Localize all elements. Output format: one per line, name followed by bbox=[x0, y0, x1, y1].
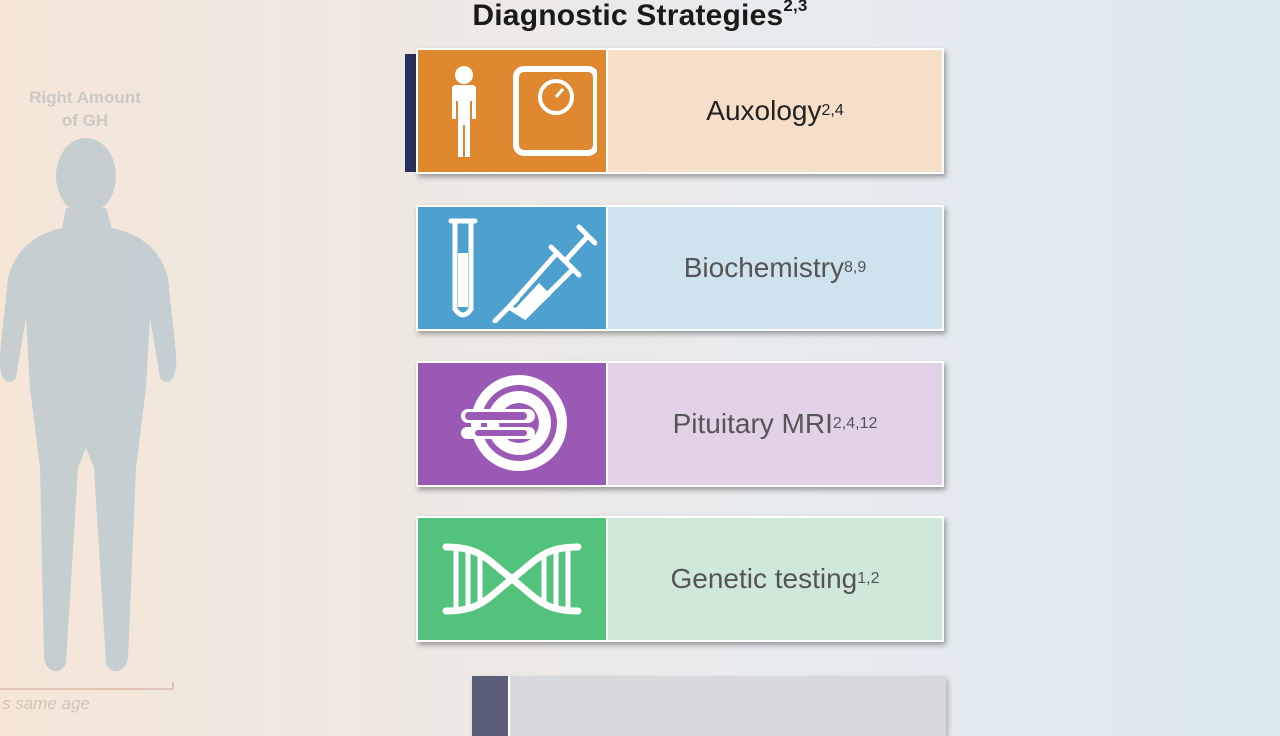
pituitary-mri-text: Pituitary MRI bbox=[672, 408, 833, 439]
background-caption: s same age bbox=[2, 694, 90, 713]
background-panel: Right Amount of GH s same age bbox=[0, 0, 420, 720]
background-heading-line2: of GH bbox=[61, 111, 109, 130]
partial-card bbox=[472, 676, 946, 736]
mri-scanner-icon bbox=[461, 375, 567, 471]
auxology-ref: 2,4 bbox=[821, 102, 844, 119]
height-axis bbox=[0, 682, 174, 690]
auxology-text: Auxology bbox=[706, 95, 822, 126]
biochemistry-icon-box bbox=[418, 207, 606, 329]
auxology-icon-box bbox=[418, 50, 606, 172]
partial-card-body bbox=[508, 676, 946, 736]
title-ref: 2,3 bbox=[783, 0, 808, 15]
genetic-testing-text: Genetic testing bbox=[670, 563, 858, 594]
genetic-icon-box bbox=[418, 518, 606, 640]
page-title: Diagnostic Strategies2,3 bbox=[0, 0, 1280, 33]
background-heading-line1: Right Amount bbox=[29, 88, 141, 107]
title-text: Diagnostic Strategies bbox=[472, 0, 784, 32]
pituitary-mri-ref: 2,4,12 bbox=[832, 415, 878, 432]
person-and-scale-icon bbox=[452, 66, 597, 157]
biochemistry-text: Biochemistry bbox=[683, 252, 844, 283]
partial-card-tab bbox=[472, 676, 508, 736]
person-silhouette-icon bbox=[0, 138, 177, 672]
biochemistry-ref: 8,9 bbox=[844, 259, 867, 276]
mri-icon-box bbox=[418, 363, 606, 485]
test-tube-and-syringe-icon bbox=[448, 218, 597, 323]
dna-icon bbox=[442, 543, 582, 615]
auxology-side-tab bbox=[405, 54, 417, 172]
genetic-testing-ref: 1,2 bbox=[857, 570, 880, 587]
background-heading: Right Amount of GH bbox=[0, 86, 170, 132]
